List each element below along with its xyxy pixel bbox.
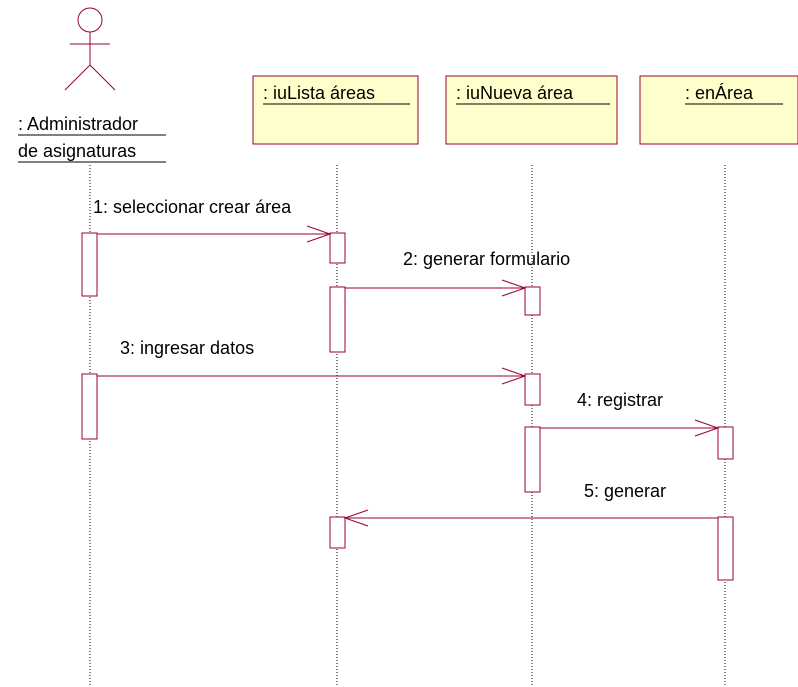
activation-enarea-2 [717,516,734,581]
message-1-label: 1: seleccionar crear área [93,197,292,217]
object-enarea[interactable] [639,75,798,145]
message-4-label: 4: registrar [577,390,663,410]
activation-iunueva-1 [524,286,541,316]
actor-name-line2: de asignaturas [18,141,136,161]
object-iulista-areas[interactable] [252,75,419,145]
message-2-arrowhead [501,279,527,297]
object-iulista-areas-label: : iuLista áreas [263,83,375,103]
actor-head [77,7,103,33]
actor-name-line1: : Administrador [18,114,138,134]
actor-figure [64,7,116,91]
actor-right-leg [89,64,116,91]
activation-administrador-1 [81,232,98,297]
message-5-arrowhead [343,509,369,527]
message-1-arrowhead [306,225,332,243]
object-enarea-label: : enÁrea [685,83,754,103]
activation-iulista-3 [329,516,346,549]
message-3-arrowhead [501,367,527,385]
object-iunueva-area-label: : iuNueva área [456,83,574,103]
activation-iulista-1 [329,232,346,264]
message-3-label: 3: ingresar datos [120,338,254,358]
actor-left-leg [64,64,91,91]
activation-administrador-2 [81,373,98,440]
object-iunueva-area[interactable] [445,75,618,145]
activation-iunueva-2 [524,373,541,406]
message-4-arrowhead [694,419,720,437]
activation-enarea-1 [717,426,734,460]
activation-iulista-2 [329,286,346,353]
message-5-label: 5: generar [584,481,666,501]
activation-iunueva-3 [524,426,541,493]
message-2-label: 2: generar formulario [403,249,570,269]
